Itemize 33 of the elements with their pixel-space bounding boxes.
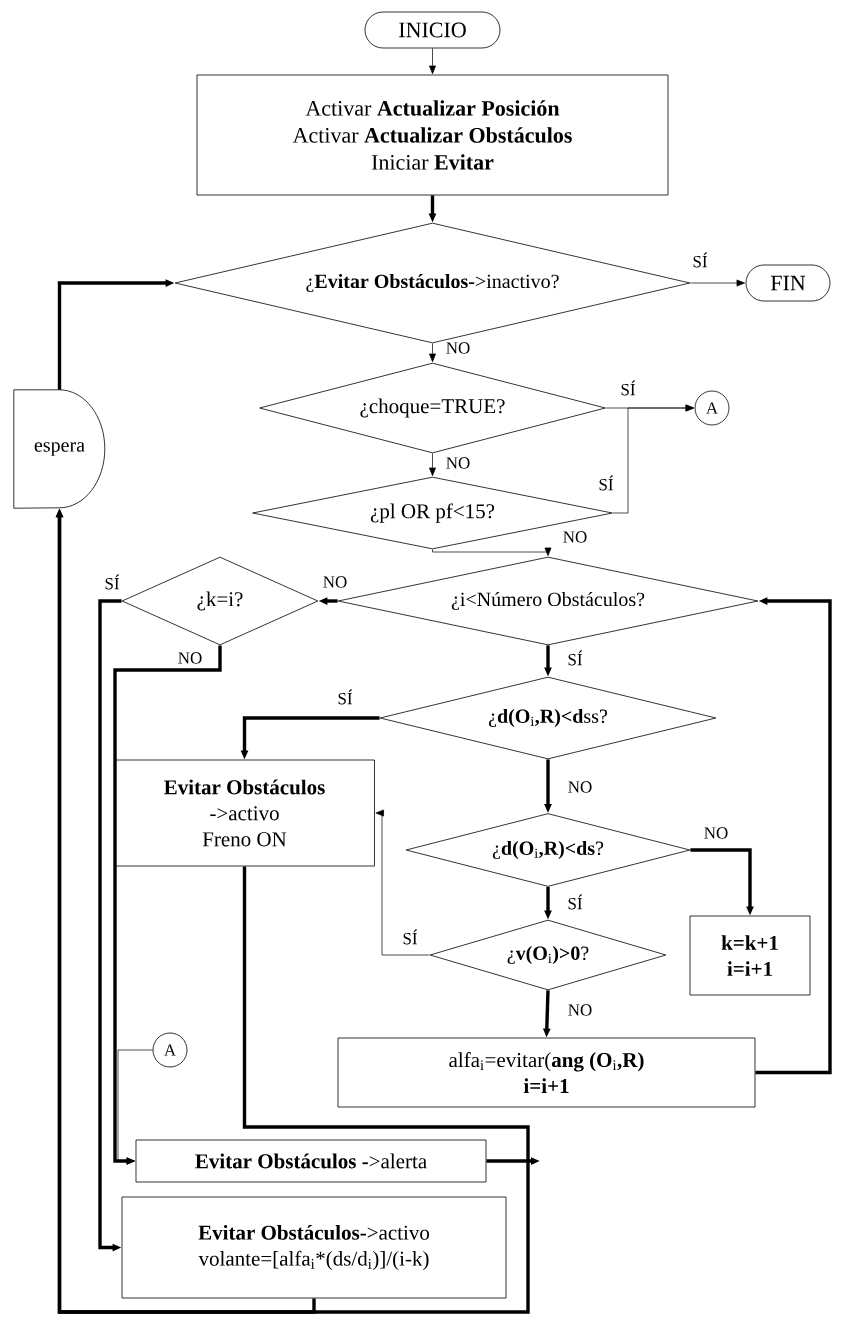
process-box: Evitar Obstáculos ->activo Freno ON <box>114 759 375 867</box>
arrow <box>117 1049 153 1165</box>
edge-label: SÍ <box>336 688 354 706</box>
edge-label: NO <box>561 530 589 544</box>
edge-label: NO <box>702 826 730 840</box>
arrow <box>432 547 552 556</box>
arrow <box>429 453 436 476</box>
process-box: Activar Actualizar Posición Activar Actualizar Obstáculos Iniciar Evitar <box>196 74 669 196</box>
edge-label: NO <box>566 1003 594 1017</box>
arrow <box>429 343 436 362</box>
arrow <box>755 597 832 1075</box>
arrow <box>113 645 222 1165</box>
edge-label: SÍ <box>619 379 637 397</box>
edge-label: SÍ <box>597 474 615 492</box>
edge-label: NO <box>444 456 472 470</box>
process-box: k=k+1 i=i+1 <box>689 915 811 996</box>
edge-label: NO <box>444 341 472 355</box>
start-terminal: INICIO <box>364 11 501 49</box>
edge-label: SÍ <box>103 573 121 591</box>
edge-label: SÍ <box>401 928 419 946</box>
process-box: alfa$_{i}$=evitar(ang (O$_{i}$,R) i=i+1 <box>337 1037 756 1108</box>
arrow <box>612 404 694 514</box>
edge-label: SÍ <box>691 251 709 269</box>
process-box: Evitar Obstáculos->activo volante=[alfa$_{i}$*(ds/d$_{i}$)]/(i-k) <box>121 1196 507 1299</box>
process-box: Evitar Obstáculos ->alerta <box>135 1139 487 1183</box>
arrow <box>429 48 436 74</box>
edge-label: NO <box>176 651 204 665</box>
edge-label: SÍ <box>566 893 584 911</box>
arrow <box>690 279 745 287</box>
arrow <box>375 809 430 956</box>
edge-label: NO <box>566 780 594 794</box>
edge-label: SÍ <box>566 649 584 667</box>
end-terminal: FIN <box>745 264 831 302</box>
